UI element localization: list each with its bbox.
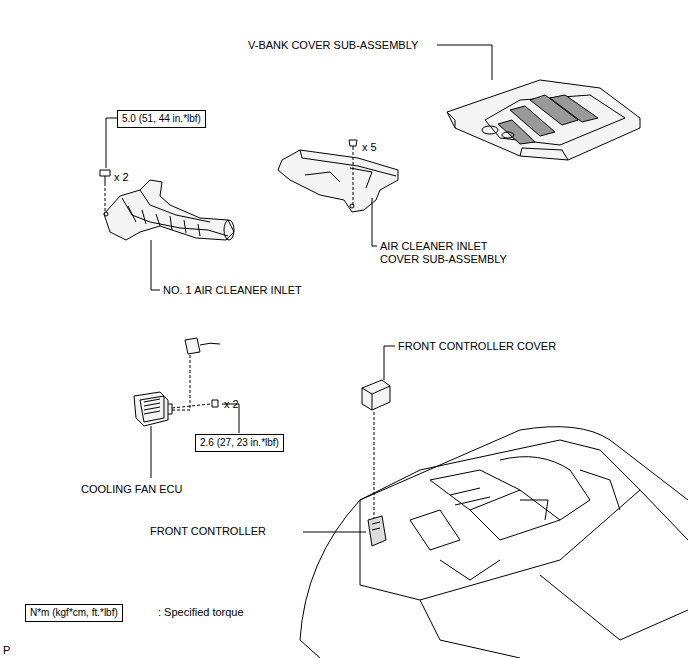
connector [185, 338, 220, 354]
part-label: P [3, 644, 10, 657]
cooling-fan-ecu [134, 392, 172, 426]
leader-line [303, 532, 366, 533]
torque-box: 5.0 (51, 44 in.*lbf) [117, 110, 206, 128]
leader-line [372, 198, 377, 246]
part-label: FRONT CONTROLLER [150, 525, 266, 538]
leader-line [106, 118, 117, 168]
front-controller-cover [362, 380, 390, 410]
dashed-line [374, 412, 375, 520]
leader-line [151, 240, 160, 290]
torque-box: N*m (kgf*cm, ft.*lbf) [25, 604, 123, 622]
leader-line [437, 45, 492, 80]
part-label: FRONT CONTROLLER COVER [398, 340, 556, 353]
dashed-line [172, 355, 190, 410]
clip [349, 140, 357, 150]
vehicle-front [300, 427, 688, 658]
dashed-line [105, 188, 106, 212]
part-label: x 2 [224, 398, 239, 411]
v-bank-cover [447, 80, 640, 160]
part-label: AIR CLEANER INLET COVER SUB-ASSEMBLY [380, 240, 520, 266]
part-label: : Specified torque [158, 606, 244, 619]
screw [212, 400, 218, 407]
dashed-line [172, 404, 210, 408]
air-cleaner-inlet-duct [104, 180, 234, 240]
torque-value: 2.6 (27, 23 in.*lbf) [200, 437, 279, 449]
leader-line [384, 346, 395, 380]
air-cleaner-inlet-cover [278, 150, 398, 212]
torque-value: N*m (kgf*cm, ft.*lbf) [30, 607, 118, 619]
torque-value: 5.0 (51, 44 in.*lbf) [122, 113, 201, 125]
bolt [100, 170, 110, 186]
torque-box: 2.6 (27, 23 in.*lbf) [195, 434, 284, 452]
part-label: NO. 1 AIR CLEANER INLET [163, 284, 302, 297]
part-label: x 2 [114, 171, 129, 184]
part-label: COOLING FAN ECU [81, 483, 182, 496]
part-label: x 5 [362, 141, 377, 154]
part-label: V-BANK COVER SUB-ASSEMBLY [248, 39, 418, 52]
dashed-line [353, 152, 354, 205]
leader-line [151, 426, 152, 478]
